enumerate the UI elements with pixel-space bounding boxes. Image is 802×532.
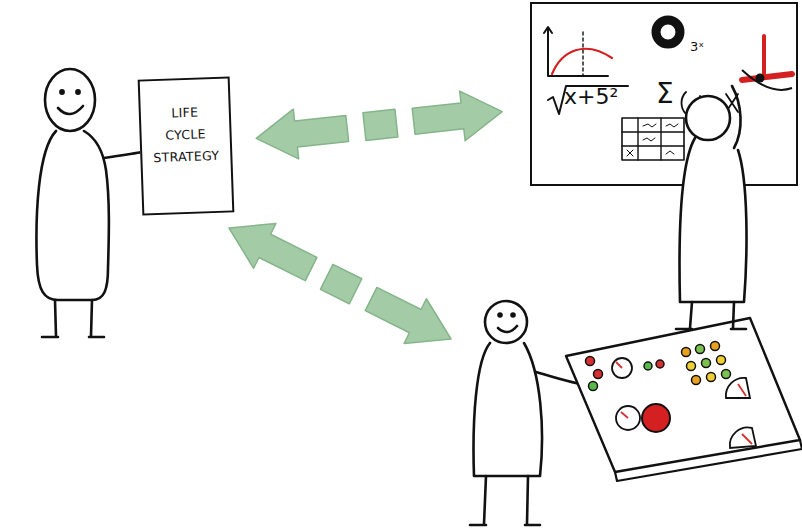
figure-body (36, 131, 108, 300)
whiteboard: 3ˣ x+5² Σ (530, 2, 798, 186)
figure-leg (42, 300, 58, 337)
figure-leg (470, 476, 486, 525)
edge-layer (256, 91, 502, 159)
figure-body (680, 138, 747, 302)
figure-eye (76, 90, 79, 93)
figure-head (485, 301, 527, 343)
graph-marker (582, 32, 583, 76)
double-arrow (256, 91, 502, 159)
figure-eye (499, 314, 502, 317)
gauge-needle (738, 384, 746, 396)
figure-eye (512, 314, 515, 317)
big-red-button (642, 404, 670, 432)
figure-smile (498, 326, 517, 332)
panel-light (682, 348, 691, 357)
panel-light (656, 360, 664, 368)
board-formula: Σ (656, 80, 674, 108)
figure-eye (60, 90, 63, 93)
panel-light (644, 362, 652, 370)
gauge-needle (621, 412, 628, 418)
figure-leg (731, 302, 746, 329)
arrow-segment (229, 224, 317, 281)
gauge-needle (616, 362, 622, 368)
document-title: LIFE CYCLE STRATEGY (152, 101, 220, 169)
arrow-segment (412, 91, 502, 141)
figure-head (45, 69, 95, 131)
figure-head (686, 96, 730, 140)
panel-light (717, 356, 726, 365)
panel-light (586, 357, 595, 366)
arrow-segment (365, 287, 451, 343)
marker-drawing (742, 36, 792, 90)
panel-gauge (726, 378, 750, 398)
whiteboard-drawings (544, 20, 738, 160)
table-marks (627, 124, 678, 156)
panel-light (702, 359, 711, 368)
operator-figure (470, 301, 592, 525)
panel-light (589, 382, 598, 391)
arrow-segment (256, 109, 348, 159)
arrow-segment (363, 109, 398, 140)
sum-terms (682, 92, 739, 114)
board-formula: x+5² (564, 86, 618, 108)
panel-light (692, 376, 701, 385)
panel-light (687, 362, 696, 371)
panel-edge (615, 440, 802, 481)
analyst-figure (676, 86, 746, 329)
figure-leg (89, 300, 104, 337)
red-mark (762, 36, 766, 74)
radical-sign (548, 86, 628, 114)
marker-tip (756, 74, 765, 83)
panel-light (722, 370, 731, 379)
table-grid (622, 118, 684, 160)
donut-shape (656, 20, 680, 44)
figure-body (474, 343, 542, 476)
gauge-needle (742, 434, 752, 444)
figure-smile (58, 106, 83, 114)
panel-light (707, 373, 716, 382)
figure-arm (104, 152, 143, 158)
graph-curve (552, 49, 612, 74)
board-formula: 3ˣ (690, 40, 704, 53)
data-table (622, 118, 684, 160)
board-curve (742, 70, 792, 90)
panel-light (711, 342, 720, 351)
figure-leg (676, 302, 692, 329)
control-panel (566, 318, 802, 481)
layout-arrows (229, 224, 451, 344)
panel-gauge (612, 358, 632, 378)
figure-arm (732, 86, 741, 148)
panel-gauge (730, 428, 756, 448)
graph-axes (544, 27, 608, 76)
arrow-segment (320, 264, 361, 303)
panel-top (566, 318, 800, 472)
strategist-figure (36, 69, 143, 337)
strategy-document: LIFE CYCLE STRATEGY (138, 76, 235, 215)
panel-light (696, 345, 705, 354)
panel-gauge (616, 406, 640, 430)
red-marker (742, 74, 792, 80)
figure-leg (525, 476, 540, 525)
panel-light (594, 370, 603, 379)
